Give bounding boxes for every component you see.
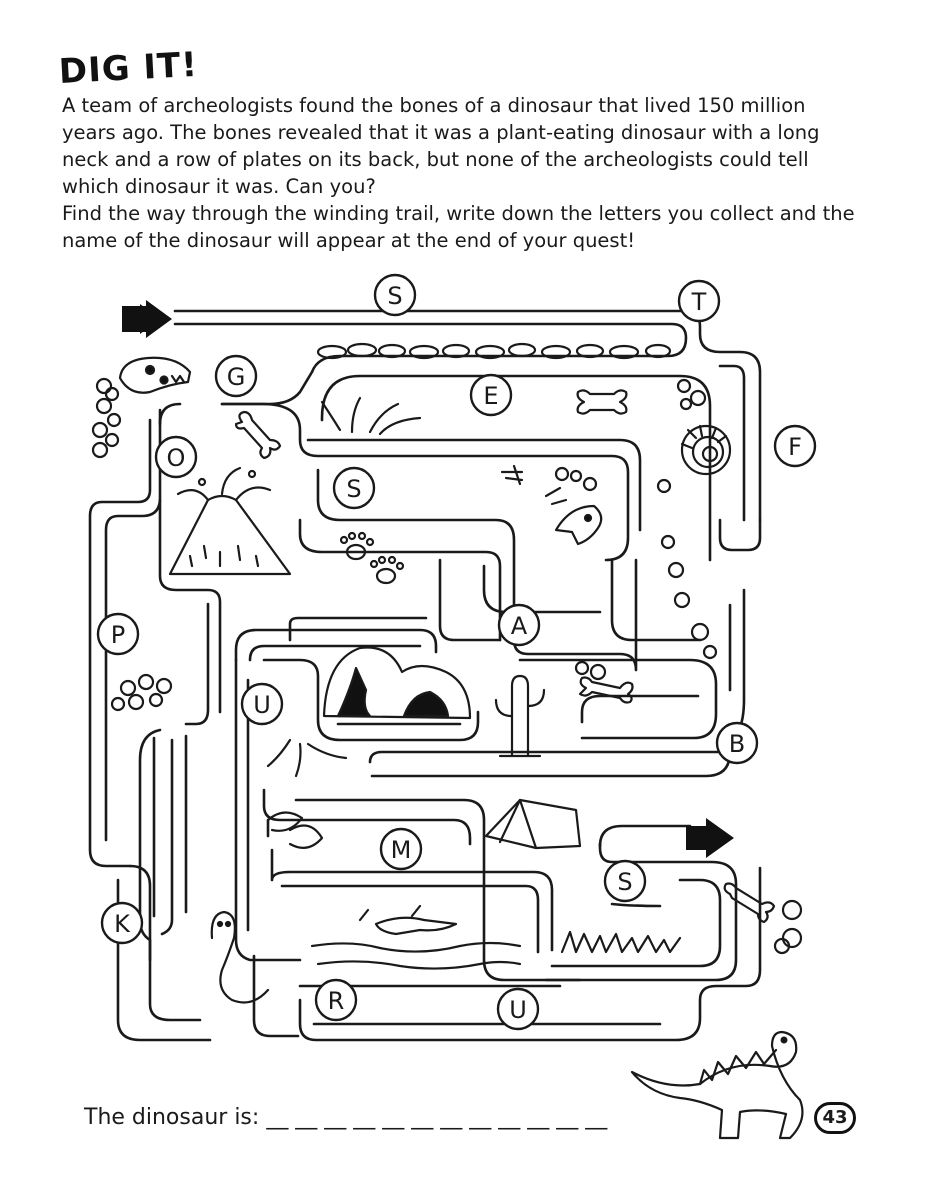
intro-paragraph-2: Find the way through the winding trail, … [62, 202, 855, 252]
start-arrow-icon [122, 300, 172, 338]
letter-label: S [387, 282, 402, 310]
letter-node: S [603, 859, 647, 903]
intro-text: A team of archeologists found the bones … [62, 92, 862, 254]
letter-label: B [729, 730, 745, 758]
fern-icon [266, 738, 348, 849]
letter-label: R [328, 987, 345, 1015]
tent-icon [484, 798, 582, 850]
letter-label: P [111, 621, 125, 649]
letter-node: G [214, 354, 258, 398]
bone-icon [723, 882, 776, 924]
letter-label: T [691, 288, 707, 316]
letter-label: E [483, 382, 498, 410]
dinosaur-skeleton-icon [500, 464, 603, 546]
volcano-icon [168, 466, 292, 576]
letter-label: U [509, 996, 527, 1024]
bone-icon [234, 410, 282, 460]
letter-node: B [715, 721, 759, 765]
cactus-icon [494, 674, 546, 758]
letter-node: O [154, 435, 198, 479]
crocodile-icon [310, 904, 522, 970]
letter-node: M [379, 827, 423, 871]
letter-node: S [373, 273, 417, 317]
finish-arrow-icon [686, 818, 734, 858]
letter-node: E [469, 373, 513, 417]
bone-icon [578, 676, 634, 704]
letter-label: A [511, 612, 528, 640]
letter-node: A [497, 603, 541, 647]
letter-node: K [100, 901, 144, 945]
intro-paragraph-1: A team of archeologists found the bones … [62, 94, 820, 198]
rock-pile-icon [110, 673, 173, 712]
letter-node: P [96, 612, 140, 656]
letter-label: S [346, 475, 361, 503]
answer-prompt: The dinosaur is: [84, 1105, 260, 1130]
rock-pile-icon [574, 378, 803, 955]
rock-pile-icon [316, 342, 672, 360]
letter-node: U [496, 987, 540, 1031]
bone-icon [576, 389, 628, 415]
letter-node: U [240, 682, 284, 726]
letter-label: U [253, 691, 271, 719]
maze-letters: S T G E O F S A P U B M S K R U [96, 273, 817, 1031]
letter-label: O [167, 444, 186, 472]
letter-node: R [314, 978, 358, 1022]
letter-label: M [391, 836, 412, 864]
cave-icon [322, 646, 472, 720]
cobra-icon [210, 910, 270, 1004]
letter-label: F [788, 433, 802, 461]
fern-icon [320, 396, 422, 436]
rock-pile-icon [656, 478, 718, 660]
grass-icon [560, 930, 682, 954]
letter-node: S [332, 466, 376, 510]
dinosaur-skull-icon [118, 356, 192, 394]
answer-blanks[interactable]: __ __ __ __ __ __ __ __ __ __ __ __ [266, 1105, 608, 1130]
rock-pile-icon [91, 377, 122, 459]
paw-print-icon [339, 531, 405, 585]
letter-label: K [114, 910, 131, 938]
stegosaurus-icon [630, 1030, 804, 1140]
answer-line: The dinosaur is: __ __ __ __ __ __ __ __… [84, 1105, 607, 1130]
letter-node: F [773, 424, 817, 468]
letter-label: G [227, 363, 246, 391]
page-number: 43 [814, 1102, 856, 1134]
ammonite-fossil-icon [680, 424, 732, 476]
letter-label: S [617, 868, 632, 896]
letter-node: T [677, 279, 721, 323]
